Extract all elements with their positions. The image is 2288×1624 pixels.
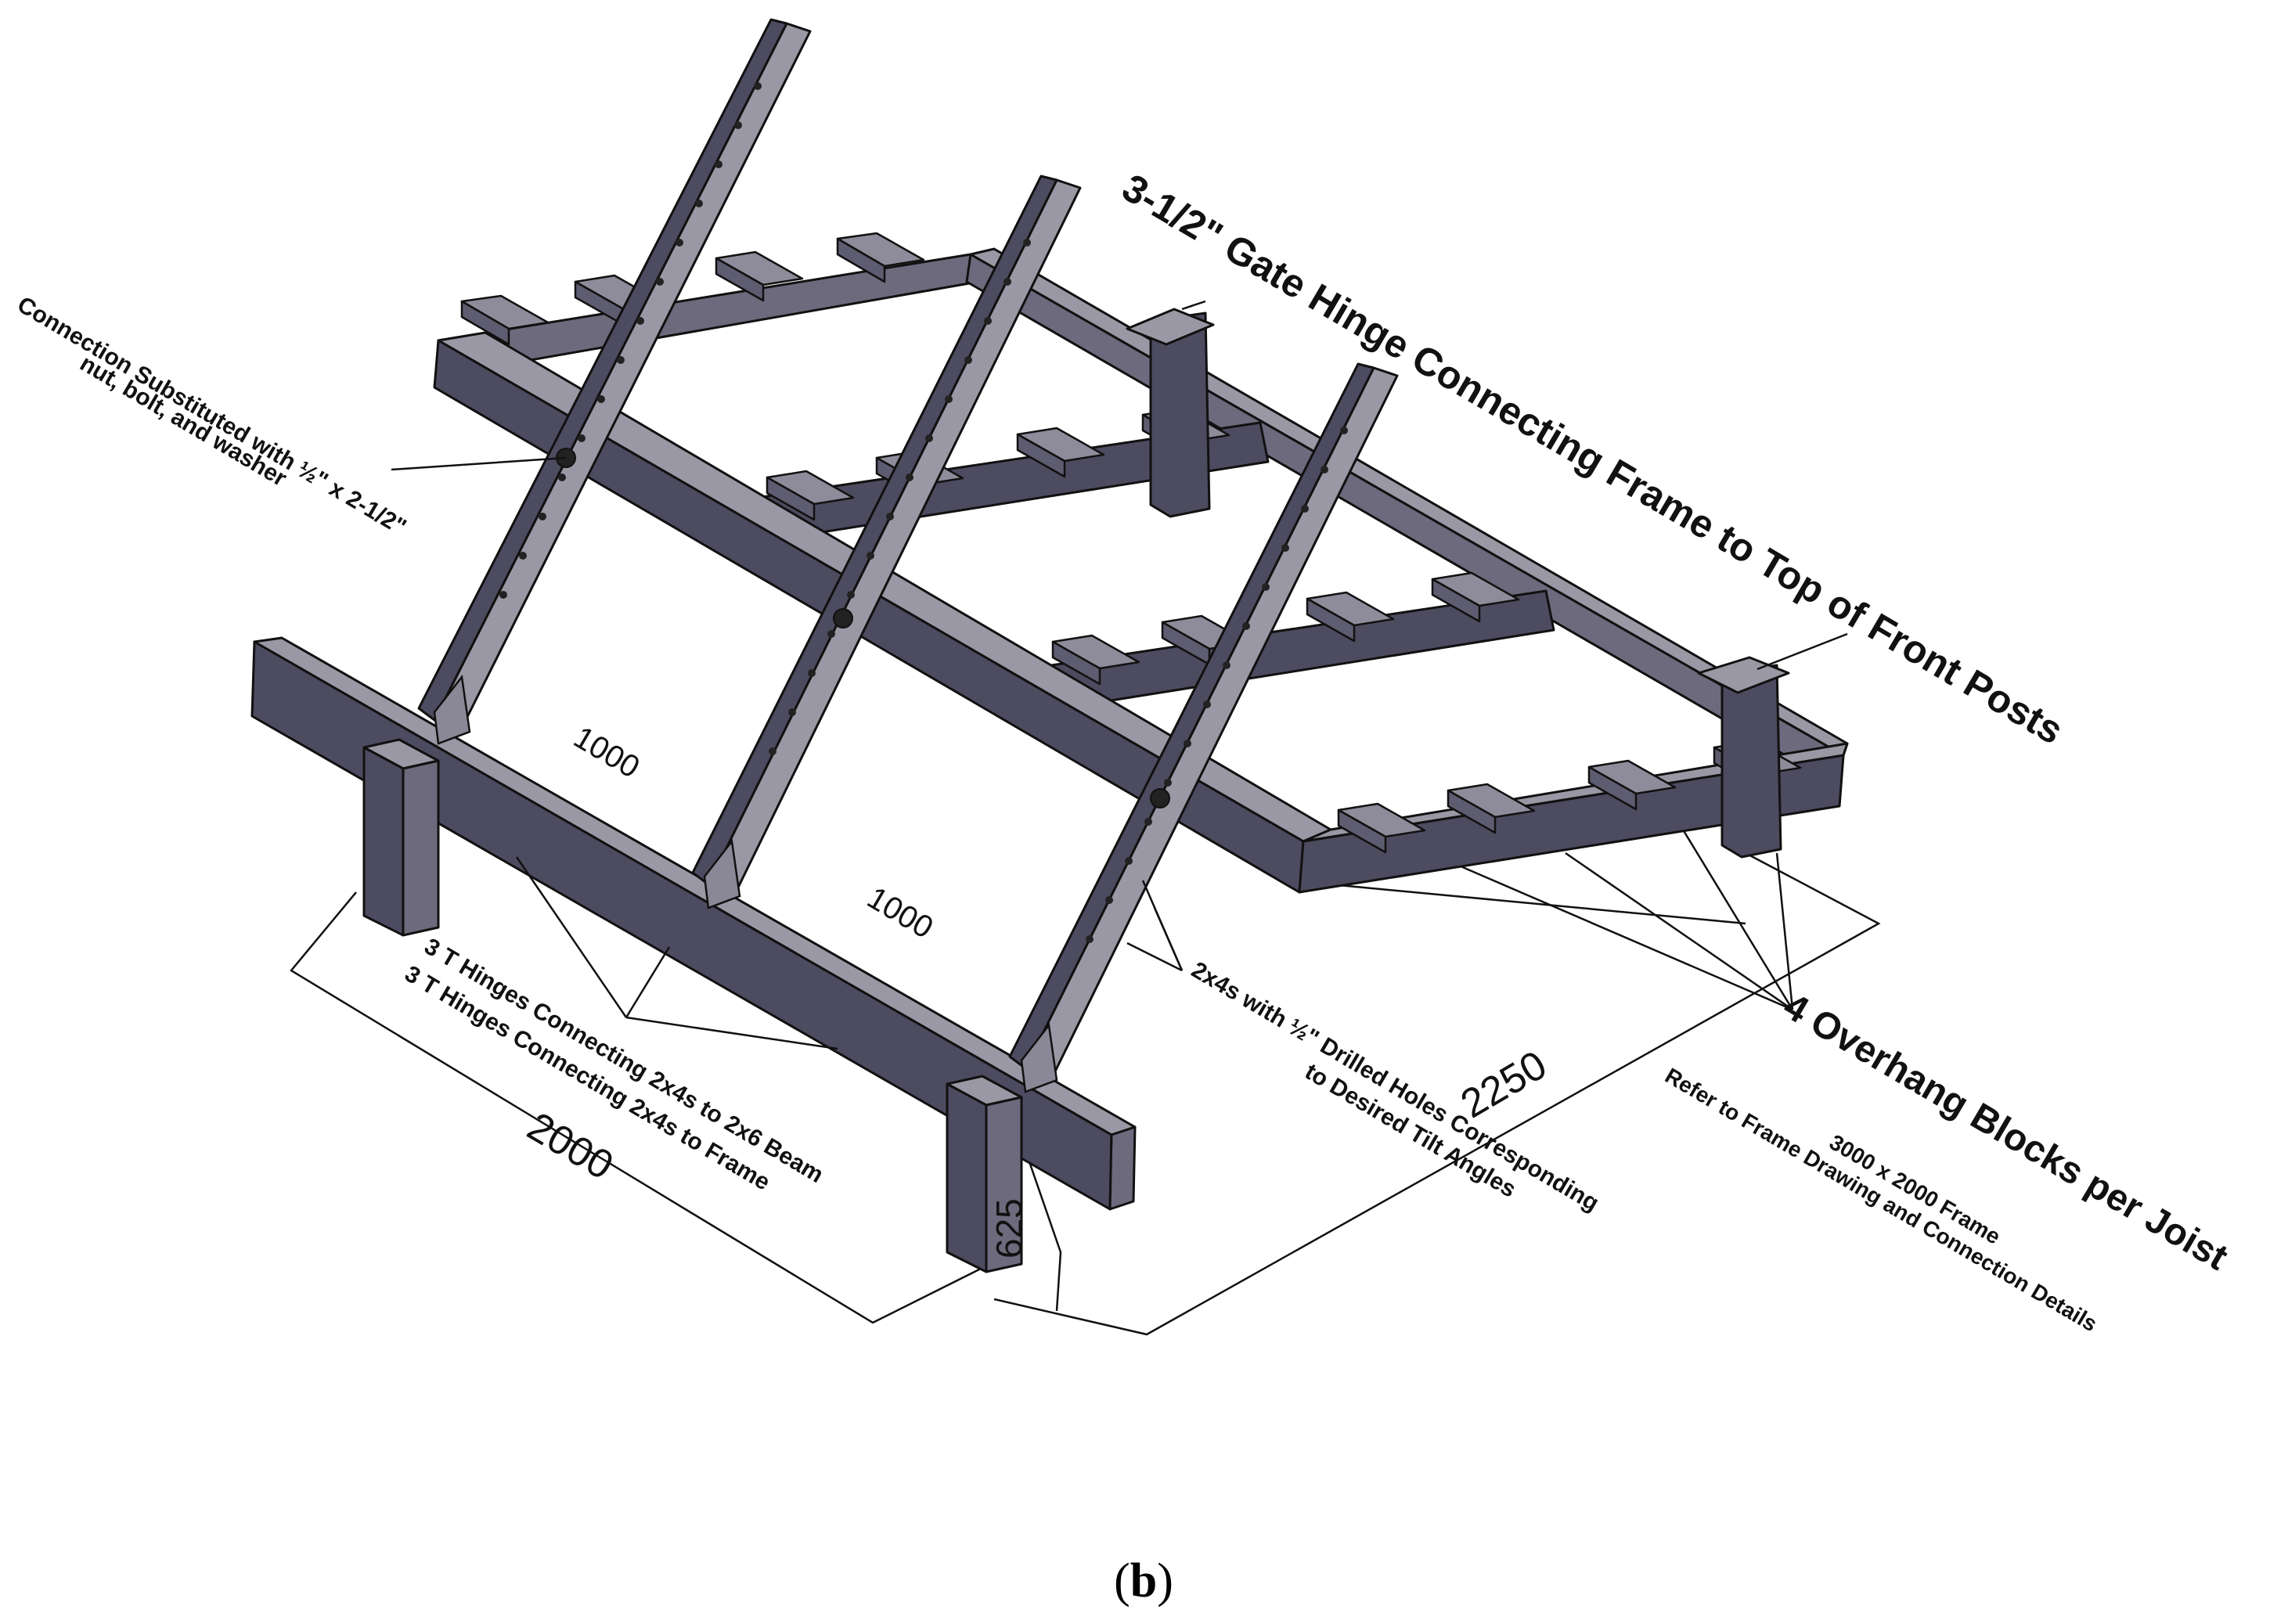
rear-post-right [1721,664,1782,859]
overhang-label: 4 Overhang Blocks per Joist [1776,985,2234,1279]
front-post-left-side [402,759,440,937]
dim-2000-line [290,891,983,1324]
dim-625-line [1024,1150,1062,1312]
frame-size-leader [1330,883,1746,925]
connection-leader [391,456,567,471]
overhang-block [1051,634,1140,686]
figure-caption: (b) [1114,1554,1173,1608]
tilt-strut-2 [691,175,1082,909]
overhang-leader-3 [1565,852,1793,1011]
t-hinge-leader-1 [515,856,628,1018]
leader-lines [391,300,1848,1050]
gate-hinge-leader-2 [1757,632,1848,671]
t-hinge-leader-3 [625,1016,838,1050]
front-post-right-side [985,1096,1023,1273]
connection-label-line1: Connection Substituted with ½" x 2-1/2" [13,292,410,541]
overhang-block [1337,802,1426,854]
gate-hinge-plate-1 [1126,308,1215,346]
dim-1000-b: 1000 [861,880,939,945]
overhang-block [1431,571,1520,623]
overhang-leader-2 [1681,829,1794,1010]
front-posts [362,738,1023,1273]
dim-625: 625 [989,1198,1029,1259]
overhang-block [460,294,549,346]
overhang-block [715,250,804,302]
overhang-leader-4 [1447,859,1793,1011]
dimension-lines [290,829,1881,1336]
overhang-block [1447,783,1536,834]
refer-label: Refer to Frame Drawing and Connection De… [1661,1063,2102,1336]
drilled-leader-2 [1153,907,1184,971]
dim-1000-a: 1000 [567,720,645,785]
gate-hinge-leader [1181,300,1206,311]
overhang-block [1306,591,1395,643]
dim-2000: 2000 [520,1104,621,1189]
overhang-blocks [460,232,1802,854]
overhang-block [766,470,855,521]
drilled-leader-3 [1126,942,1183,972]
front-beam [250,636,1137,1211]
front-post-right-face [946,1082,988,1273]
overhang-block [836,232,925,283]
overhang-leader-1 [1775,852,1794,1010]
front-post-left-face [362,746,405,937]
front-beam-end [1108,1125,1137,1211]
rear-post-left [1149,311,1211,518]
t-hinge-leader-2 [625,946,671,1018]
connection-label-line2: nut, bolt, and washer [75,351,291,492]
overhang-block [1016,427,1105,478]
tilt-struts [417,18,1399,1093]
tilt-strut-3 [1008,362,1399,1093]
dim-2250-line [993,852,1881,1336]
overhang-block [1587,759,1677,811]
